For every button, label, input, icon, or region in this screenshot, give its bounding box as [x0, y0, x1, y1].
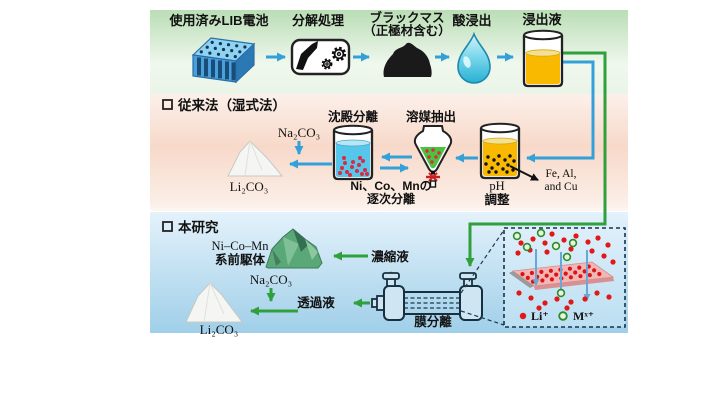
- label-concentrate: 濃縮液: [371, 249, 409, 264]
- li2co3-powder-pile-bottom: [185, 282, 243, 323]
- permeation-arrows: [532, 249, 591, 301]
- label-leachate: 浸出液: [522, 12, 561, 27]
- precipitate-particles: [338, 156, 369, 177]
- label-li2co3-bottom: Li₂CO₃: [200, 322, 239, 337]
- membrane-module-icon: [371, 272, 483, 321]
- solvent-particles: [425, 148, 441, 164]
- label-precipitation: 沈殿分離: [328, 109, 379, 124]
- precipitation-beaker-icon: [332, 124, 374, 181]
- legend-li-label: Li⁺: [531, 309, 549, 323]
- metal-ions-above: [512, 228, 578, 262]
- metal-ion-below: [556, 288, 566, 298]
- ph-beaker-icon: [479, 122, 521, 180]
- label-used-lib-battery: 使用済みLIB電池: [169, 13, 269, 28]
- label-impurities-2: and Cu: [545, 181, 578, 193]
- header-proposed: 本研究: [178, 219, 219, 235]
- label-black-mass-2: （正極材含む）: [363, 23, 451, 38]
- precursor-pile-icon: [265, 228, 323, 269]
- stopcock-icon: [426, 172, 440, 182]
- green-line-leachate-to-membrane: [465, 51, 607, 267]
- label-ph-1: pH: [489, 179, 504, 193]
- label-ph-2: 調整: [484, 192, 510, 207]
- legend-li-dot: [519, 312, 527, 320]
- blue-line-leachate-to-ph: [526, 60, 595, 163]
- li2co3-powder-pile-mid: [227, 140, 284, 177]
- black-mass-icon: [383, 42, 432, 77]
- label-black-mass-1: ブラックマス: [369, 10, 444, 25]
- callout-line-bottom: [460, 310, 505, 326]
- label-impurities-1: Fe, Al,: [546, 168, 577, 180]
- battery-terminals: [199, 40, 247, 59]
- bullet-square-icon: [162, 99, 173, 110]
- legend-metal-dot: [558, 311, 568, 321]
- label-precursor-2: 系前駆体: [215, 252, 266, 267]
- label-disassembly: 分解処理: [292, 13, 344, 28]
- battery-icon: [191, 37, 256, 84]
- label-permeate: 透過液: [297, 295, 335, 310]
- label-acid-leaching: 酸浸出: [452, 13, 491, 28]
- label-sequential-2: 逐次分離: [367, 191, 415, 206]
- bullet-square-icon-2: [162, 221, 173, 232]
- disassembly-tools-icon: [290, 38, 351, 76]
- label-li2co3-mid: Li₂CO₃: [230, 179, 269, 194]
- label-na2co3-bottom: Na₂CO₃: [250, 272, 292, 287]
- label-precursor-1: Ni–Co–Mn: [212, 239, 270, 253]
- separating-funnel-icon: [413, 125, 453, 188]
- label-sequential-1: Ni、Co、Mnの: [350, 179, 431, 193]
- membrane-li-dots: [520, 264, 602, 284]
- acid-droplet-icon: [457, 31, 491, 84]
- legend-metal-label: Mˣ⁺: [573, 309, 594, 323]
- label-na2co3-mid: Na₂CO₃: [278, 125, 320, 140]
- inset-legend: Li⁺ Mˣ⁺: [519, 309, 594, 323]
- battery-cells: [197, 57, 236, 81]
- impurity-particles: [484, 154, 516, 174]
- li-ions-above: [515, 231, 616, 265]
- label-membrane-separation: 膜分離: [414, 314, 452, 329]
- leachate-beaker-icon: [522, 29, 564, 88]
- cutter-icon: [296, 41, 318, 70]
- header-conventional: 従来法（湿式法）: [177, 97, 286, 113]
- li-ions-below: [516, 290, 612, 311]
- callout-line-top: [460, 229, 505, 294]
- gear-icon-large: [331, 46, 347, 62]
- membrane-inset: Li⁺ Mˣ⁺: [503, 227, 626, 328]
- arrow-ph-to-impurities: [509, 165, 539, 181]
- gear-icon-small: [321, 58, 333, 70]
- label-solvent-extraction: 溶媒抽出: [406, 109, 456, 124]
